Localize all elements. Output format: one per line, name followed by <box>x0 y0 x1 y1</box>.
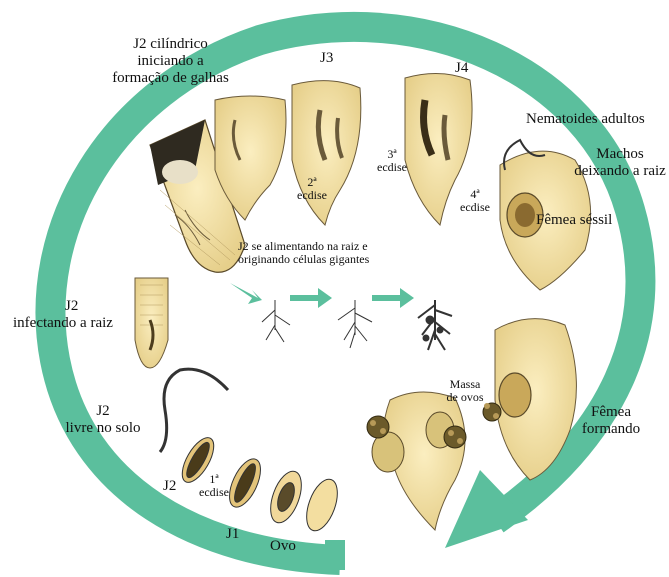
label-massa-ovos: Massa de ovos <box>435 378 495 404</box>
label-machos: Machos deixando a raiz <box>570 146 669 180</box>
label-j2-alimentando: J2 se alimentando na raiz e originando c… <box>238 240 369 266</box>
label-j4: J4 <box>455 60 468 77</box>
label-ovo: Ovo <box>270 538 296 555</box>
label-ecdise-1: 1ª ecdise <box>194 473 234 499</box>
label-nematoides-adultos: Nematoides adultos <box>526 111 645 128</box>
j2-free-nematode <box>160 369 228 452</box>
root-section-egg-mass <box>367 392 466 530</box>
label-j2-infectando: J2 infectando a raiz <box>13 298 113 332</box>
label-j2-egg: J2 <box>163 478 176 495</box>
label-femea-sessil: Fêmea séssil <box>536 212 612 229</box>
label-j3: J3 <box>320 50 333 67</box>
root-tip-infection <box>135 278 168 368</box>
root-section-j3 <box>292 81 361 225</box>
label-j1: J1 <box>226 526 239 543</box>
label-j2-livre: J2 livre no solo <box>48 403 158 437</box>
label-ecdise-2: 2ª ecdise <box>292 176 332 202</box>
label-j2-cilindrico: J2 cilíndrico iniciando a formação de ga… <box>108 36 233 87</box>
small-arrows <box>230 283 414 308</box>
label-femea-formando: Fêmea formando <box>576 404 646 438</box>
root-gall-sequence <box>262 300 452 350</box>
label-ecdise-4: 4ª ecdise <box>455 188 495 214</box>
label-ecdise-3: 3ª ecdise <box>372 148 412 174</box>
